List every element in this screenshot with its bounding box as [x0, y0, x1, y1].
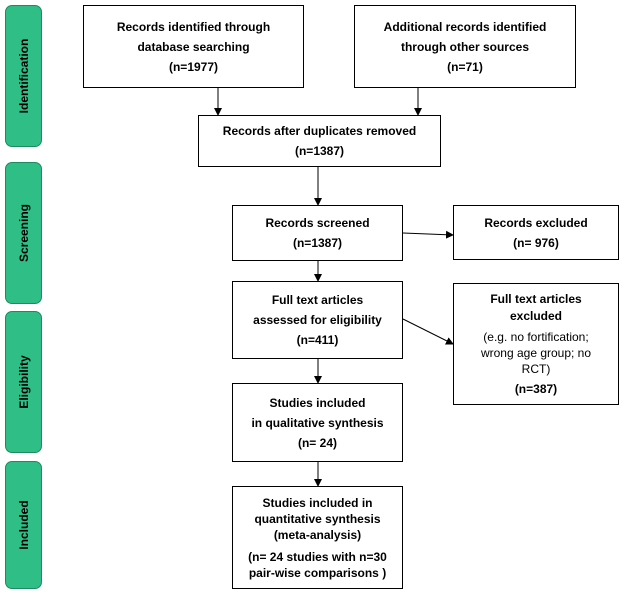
dedup-count: (n=1387): [294, 144, 345, 158]
database-count: (n=1977): [168, 59, 219, 74]
quantitative-count1: (n= 24 studies with n=30: [248, 549, 387, 564]
fulltext-excluded-reason2: wrong age group; no: [480, 345, 592, 360]
dedup-line1: Records after duplicates removed: [222, 124, 417, 138]
other-line1: Additional records identified: [383, 19, 547, 34]
qualitative-line2: in qualitative synthesis: [251, 415, 384, 430]
fulltext-count: (n=411): [296, 333, 339, 347]
phase-screening: Screening: [5, 162, 42, 304]
box-fulltext-excluded: Full text articles excluded (e.g. no for…: [453, 283, 619, 405]
box-fulltext-assessed: Full text articles assessed for eligibil…: [232, 281, 403, 359]
database-line2: database searching: [137, 39, 250, 54]
arrow-fulltext-to-excluded: [402, 318, 454, 345]
phase-identification: Identification: [5, 5, 42, 147]
screened-line1: Records screened: [265, 216, 370, 230]
box-qualitative-synthesis: Studies included in qualitative synthesi…: [232, 383, 403, 462]
quantitative-count2: pair-wise comparisons ): [248, 565, 387, 580]
excluded-line1: Records excluded: [484, 215, 588, 230]
fulltext-line2: assessed for eligibility: [253, 313, 382, 327]
phase-included: Included: [5, 461, 42, 589]
excluded-count: (n= 976): [513, 235, 559, 250]
quantitative-line1: Studies included in: [262, 495, 373, 510]
box-database-search: Records identified through database sear…: [83, 5, 304, 88]
box-quantitative-synthesis: Studies included in quantitative synthes…: [232, 486, 403, 589]
box-other-sources: Additional records identified through ot…: [354, 5, 576, 88]
other-line2: through other sources: [400, 39, 529, 54]
qualitative-line1: Studies included: [269, 395, 366, 410]
fulltext-excluded-reason3: RCT): [521, 361, 551, 376]
fulltext-excluded-count: (n=387): [514, 381, 558, 396]
arrow-screened-to-excluded: [402, 230, 454, 239]
quantitative-line2: quantitative synthesis: [254, 511, 381, 526]
box-duplicates-removed: Records after duplicates removed (n=1387…: [198, 115, 441, 167]
phase-eligibility: Eligibility: [5, 311, 42, 453]
fulltext-excluded-line2: excluded: [509, 308, 563, 323]
fulltext-excluded-line1: Full text articles: [490, 291, 582, 306]
box-records-excluded: Records excluded (n= 976): [453, 205, 619, 260]
database-line1: Records identified through: [116, 19, 271, 34]
fulltext-excluded-reason1: (e.g. no fortification;: [483, 329, 589, 344]
qualitative-count: (n= 24): [297, 435, 337, 450]
box-records-screened: Records screened (n=1387): [232, 205, 403, 261]
other-count: (n=71): [447, 59, 483, 74]
screened-count: (n=1387): [292, 236, 343, 250]
quantitative-line3: (meta-analysis): [273, 527, 362, 542]
fulltext-line1: Full text articles: [271, 293, 364, 307]
